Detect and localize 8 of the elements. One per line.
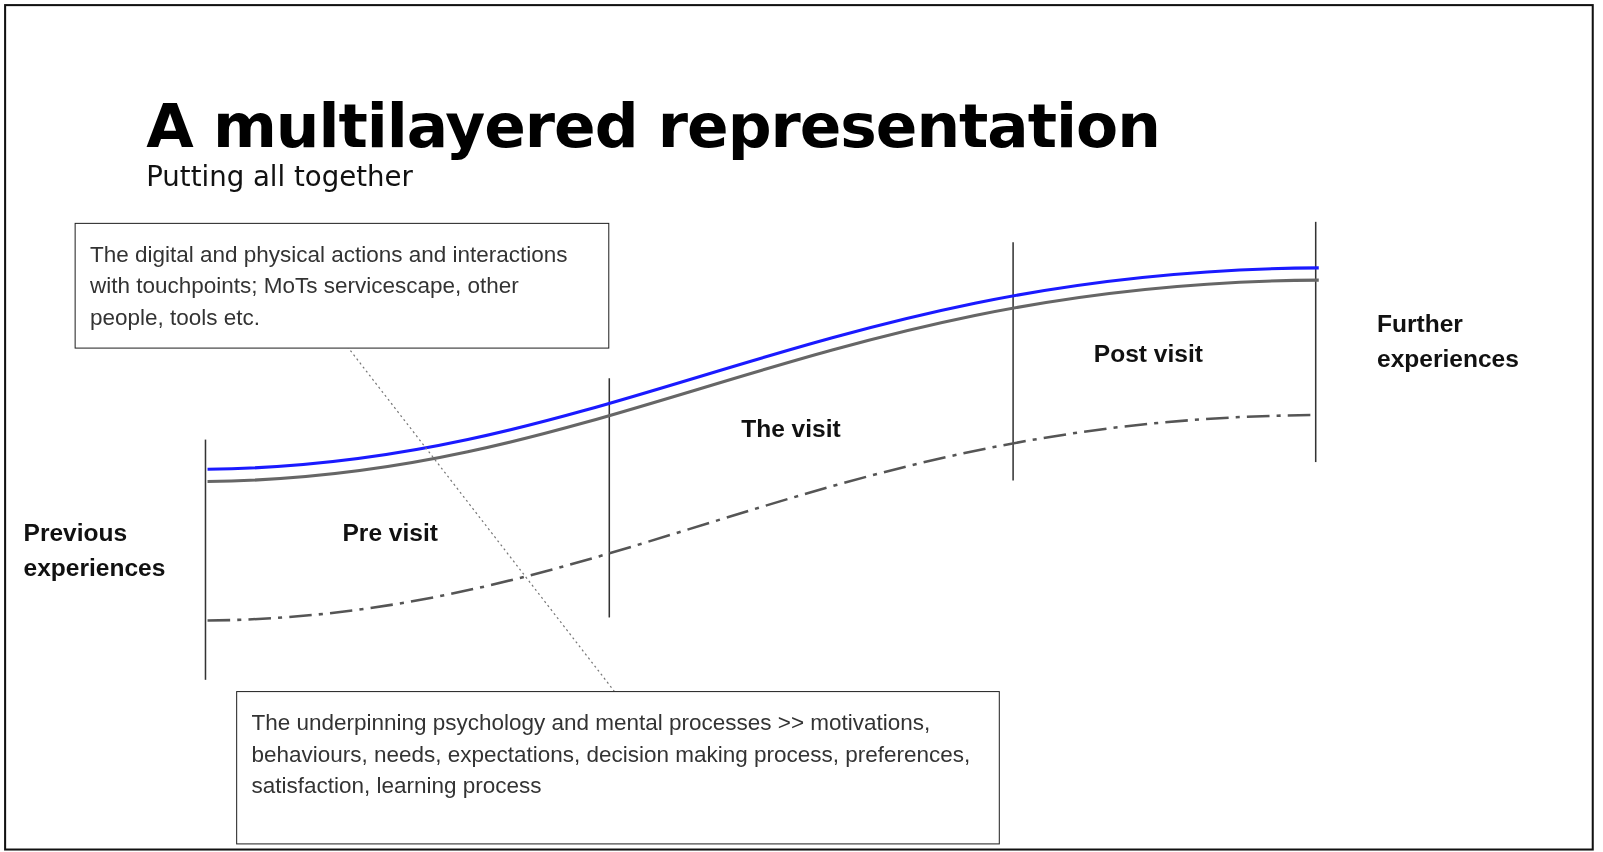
phase-label: Further experiences [1377, 308, 1520, 375]
phase-label: Previous experiences [23, 517, 167, 583]
note-box: The underpinning psychology and mental processes >> motivations, behaviours, needs, expectations, decision making process, preferences, satisfaction, learning process [236, 691, 1000, 845]
note-box: The digital and physical actions and interactions with touchpoints; MoTs servicescape, other people, tools etc. [74, 222, 610, 349]
subtitle: Putting all together [146, 160, 413, 195]
phase-label: Post visit [1093, 338, 1203, 369]
phase-label: Pre visit [342, 517, 438, 548]
phase-label: The visit [741, 413, 841, 444]
